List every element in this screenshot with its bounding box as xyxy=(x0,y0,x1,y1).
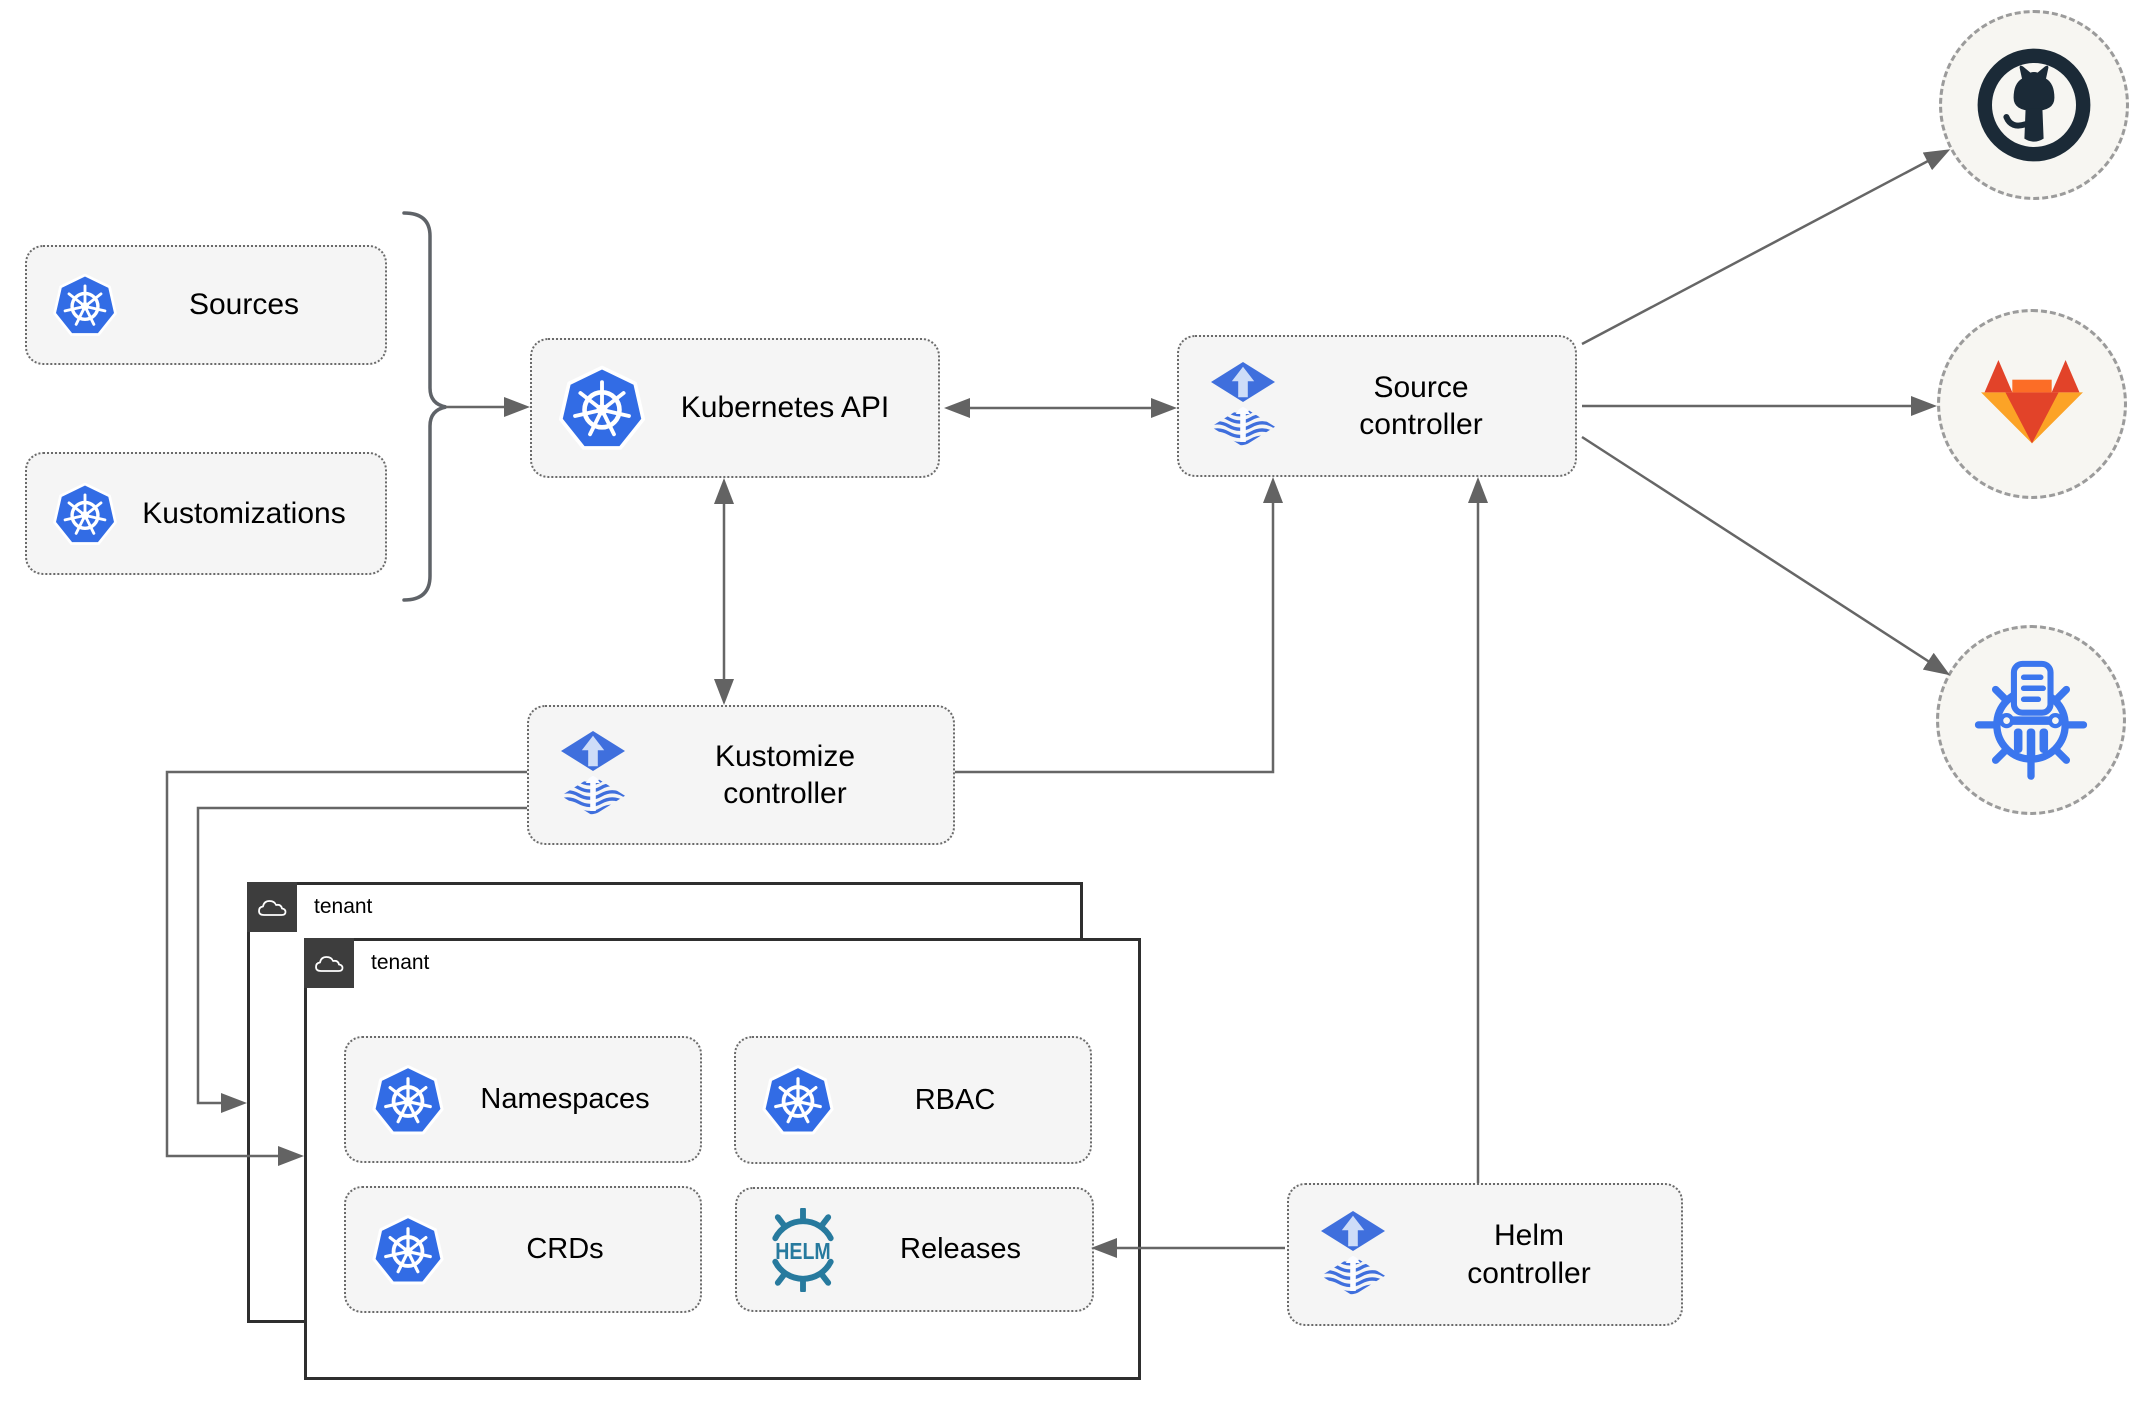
gitlab-icon xyxy=(1974,360,2090,448)
node-releases-label: Releases xyxy=(900,1233,1021,1266)
kubernetes-icon xyxy=(370,1212,446,1288)
arrow-source-controller-to-chartmuseum xyxy=(1581,435,1951,676)
flux-icon xyxy=(553,731,633,819)
node-crds: CRDs xyxy=(344,1186,702,1313)
node-kustomize-controller-label: Kustomize controller xyxy=(714,739,856,811)
node-namespaces: Namespaces xyxy=(344,1036,702,1163)
kubernetes-icon xyxy=(760,1062,836,1138)
brace-sources-group xyxy=(402,211,447,602)
kubernetes-icon xyxy=(51,480,119,548)
chartmuseum-icon xyxy=(1970,659,2092,781)
node-helm-controller-label: Helm controller xyxy=(1467,1219,1591,1290)
endpoint-github xyxy=(1939,10,2129,200)
arrow-kustomize-to-source-controller xyxy=(955,477,1283,774)
endpoint-chartmuseum xyxy=(1936,625,2126,815)
cloud-icon xyxy=(256,896,288,919)
node-kubernetes-api-label: Kubernetes API xyxy=(680,391,890,425)
node-kustomizations-label: Kustomizations xyxy=(142,496,346,530)
node-namespaces-label: Namespaces xyxy=(480,1083,650,1116)
node-source-controller: Source controller xyxy=(1177,335,1577,477)
tenant-group-front: tenant Namespaces RBAC CRDs xyxy=(304,938,1141,1380)
kubernetes-icon xyxy=(51,271,119,339)
flux-icon xyxy=(1313,1211,1393,1299)
node-kubernetes-api: Kubernetes API xyxy=(530,338,940,478)
kubernetes-icon xyxy=(556,362,648,454)
helm-wordmark: HELM xyxy=(775,1238,830,1264)
node-source-controller-label: Source controller xyxy=(1359,370,1483,442)
node-sources-label: Sources xyxy=(188,288,300,322)
node-sources: Sources xyxy=(25,245,387,365)
cloud-icon xyxy=(313,952,345,975)
arrow-source-controller-to-github xyxy=(1581,149,1951,346)
node-helm-controller: Helm controller xyxy=(1287,1183,1683,1326)
tenant-back-label: tenant xyxy=(314,895,373,918)
helm-icon: HELM xyxy=(772,1207,834,1292)
tenant-front-tab xyxy=(304,938,354,988)
kubernetes-icon xyxy=(370,1062,446,1138)
flux-icon xyxy=(1203,362,1283,450)
node-kustomize-controller: Kustomize controller xyxy=(527,705,955,845)
node-kustomizations: Kustomizations xyxy=(25,452,387,575)
tenant-front-label: tenant xyxy=(371,951,430,974)
node-rbac-label: RBAC xyxy=(914,1083,996,1116)
node-rbac: RBAC xyxy=(734,1036,1092,1164)
endpoint-gitlab xyxy=(1937,309,2127,499)
node-releases: HELM Releases xyxy=(735,1187,1094,1312)
github-icon xyxy=(1974,45,2094,165)
tenant-back-tab xyxy=(247,882,297,932)
node-crds-label: CRDs xyxy=(526,1233,604,1266)
